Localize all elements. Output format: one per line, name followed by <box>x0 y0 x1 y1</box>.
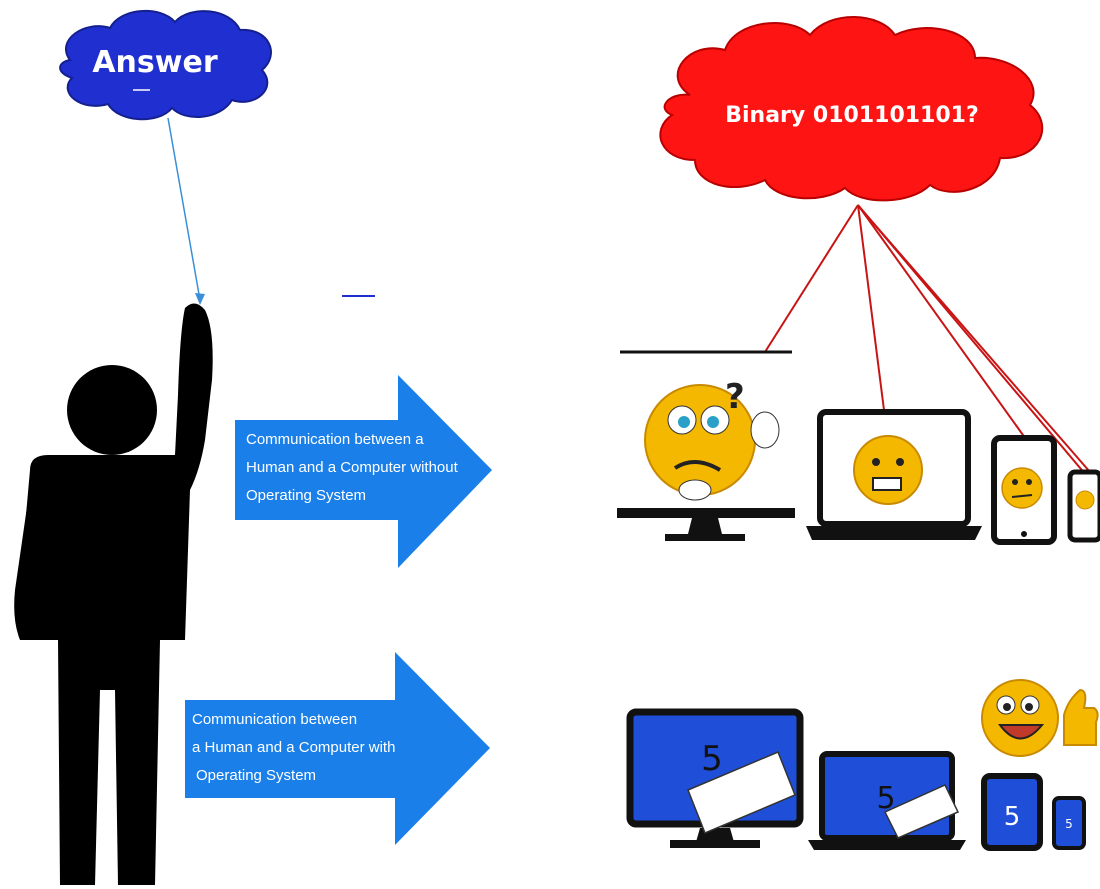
phone-with-os: 5 <box>1052 796 1086 850</box>
laptop-with-os: 5 <box>808 751 966 850</box>
answer-cloud: Answer <box>59 10 272 121</box>
answer-label: Answer <box>92 45 217 80</box>
arrow-bottom-line-3: Operating System <box>196 767 316 784</box>
binary-connector-lines <box>764 204 1091 476</box>
arrow-bottom-line-2: a Human and a Computer with <box>192 739 395 756</box>
arrow-top: Communication between a Human and a Comp… <box>235 375 492 568</box>
arrow-top-line-3: Operating System <box>246 487 366 504</box>
arrow-top-line-1: Communication between a <box>246 431 424 448</box>
monitor-with-os: 5 <box>626 708 804 848</box>
paper-note-laptop <box>883 784 960 839</box>
tablet-screen-number: 5 <box>1004 802 1021 832</box>
arrow-bottom-line-1: Communication between <box>192 711 357 728</box>
monitor-screen-number: 5 <box>701 739 723 779</box>
svg-text:?: ? <box>725 377 745 417</box>
arrow-top-line-2: Human and a Computer without <box>246 459 459 476</box>
tablet-confused <box>991 435 1057 545</box>
happy-thumbs-up-emoji-icon <box>981 679 1099 757</box>
answer-connector-line <box>167 117 201 301</box>
tablet-with-os: 5 <box>981 773 1043 851</box>
devices-without-os: ? <box>617 350 1100 545</box>
laptop-confused <box>806 409 982 540</box>
laptop-screen-number: 5 <box>876 781 895 816</box>
arrow-bottom: Communication between a Human and a Comp… <box>185 652 490 845</box>
binary-label: Binary 0101101101? <box>725 103 979 128</box>
monitor-confused: ? <box>617 350 795 541</box>
phone-confused <box>1067 469 1100 543</box>
devices-with-os: 5 5 5 5 <box>626 679 1099 851</box>
phone-screen-number: 5 <box>1065 817 1073 831</box>
binary-cloud: Binary 0101101101? <box>659 16 1044 202</box>
paper-note <box>687 751 796 834</box>
confused-emoji-icon: ? <box>644 377 780 501</box>
person-silhouette-icon <box>14 303 213 885</box>
